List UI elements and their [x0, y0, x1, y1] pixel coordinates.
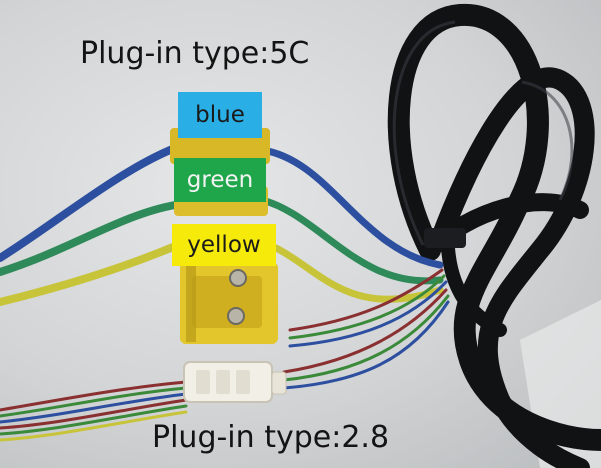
black-power-cable: [387, 3, 601, 468]
label-yellow: yellow: [172, 224, 276, 266]
cable-band: [424, 228, 466, 248]
lower-wire-bundle: [0, 380, 188, 442]
label-blue-text: blue: [195, 102, 245, 128]
right-wire-bundle: [258, 146, 450, 390]
white-connector: [183, 361, 287, 403]
cable-highlight: [392, 20, 574, 246]
label-yellow-text: yellow: [187, 232, 261, 258]
label-green-text: green: [186, 167, 254, 193]
left-wire-bundle: [0, 144, 182, 306]
bottom-caption: Plug-in type:2.8: [152, 420, 390, 455]
top-caption: Plug-in type:5C: [80, 36, 310, 71]
label-blue: blue: [178, 92, 262, 138]
label-green: green: [174, 158, 266, 202]
